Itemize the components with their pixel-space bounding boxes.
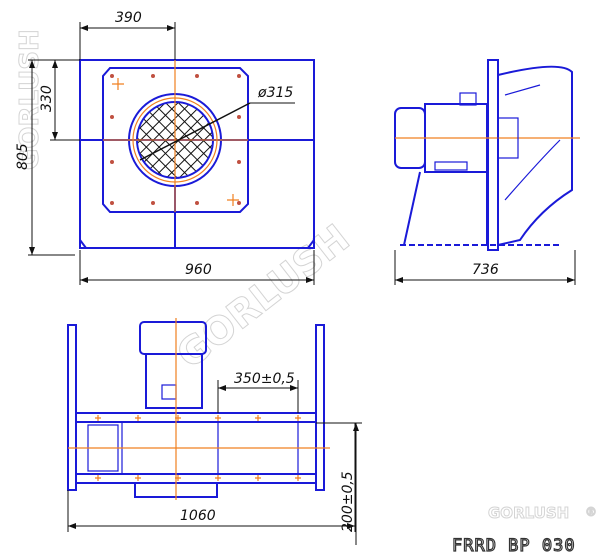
dim-duct-diameter: ø315 (257, 85, 293, 101)
dim-front-offset: 390 (115, 10, 142, 26)
side-view: 736 (394, 59, 580, 285)
watermark-center: GORLUSH (168, 216, 357, 377)
dim-side-depth: 736 (472, 262, 499, 278)
plan-view: 350±0,5 1060 200±0,5 (67, 318, 362, 545)
watermark-registered: ® (585, 505, 597, 519)
dim-plan-spacing: 350±0,5 (234, 371, 295, 387)
title-block-code: FRRD BP 030 (452, 536, 576, 556)
front-view: ø315 390 330 805 960 (15, 10, 315, 285)
dim-plan-width: 1060 (180, 508, 216, 524)
dim-plan-offset: 200±0,5 (340, 471, 356, 532)
dim-front-width: 960 (185, 262, 212, 278)
dim-front-height-center: 330 (39, 85, 55, 112)
watermark-bottom: GORLUSH (488, 504, 569, 522)
dim-front-height: 805 (15, 143, 31, 170)
